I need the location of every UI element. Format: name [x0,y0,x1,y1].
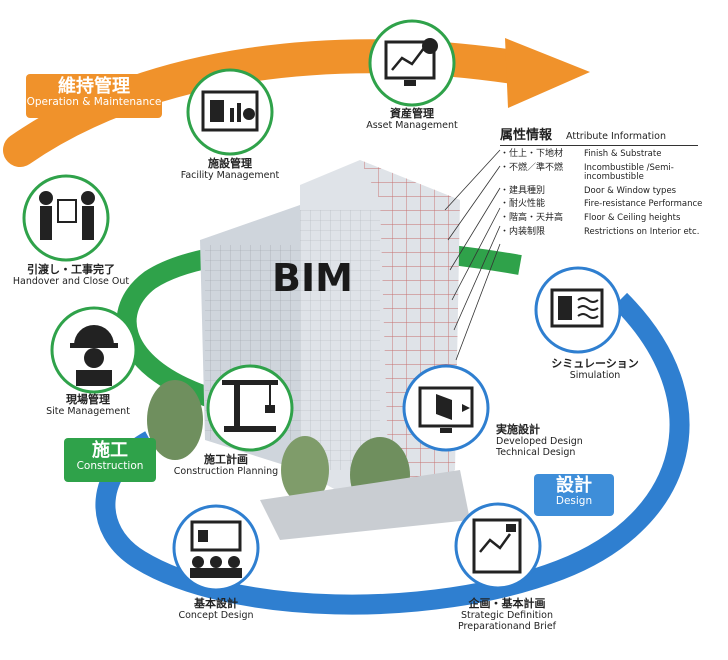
crane-icon [222,380,278,432]
attribute-row-jp: ・不燃／準不燃 [500,162,564,173]
node-developed-design [402,364,490,452]
attribute-row-en: Incombustible /Semi-incombustible [584,162,674,183]
operation-badge-en: Operation & Maintenance [26,95,162,108]
label-jp: シミュレーション [551,357,639,370]
attribute-information-panel: 属性情報 Attribute Information ・仕上・下地材 Finish … [500,124,722,238]
attribute-row-jp: ・仕上・下地材 [500,149,564,159]
tree-mid [281,436,329,504]
attribute-leader-lines [444,149,501,361]
operation-badge-jp: 維持管理 [58,76,130,97]
attribute-row-en: Finish & Substrate [584,149,662,159]
attribute-row-en: Fire-resistance Performance [584,199,703,210]
construction-badge-jp: 施工 [92,440,128,461]
label-facility-management: 施設管理 Facility Management [170,157,290,182]
attribute-row-jp: ・階高・天井高 [500,213,564,224]
label-en: Simulation [569,369,621,381]
monitor-chart-yen-icon [384,38,438,86]
label-en: Developed Design [496,435,583,447]
node-handover [22,174,110,262]
attribute-title-en: Attribute Information [566,131,666,142]
tablet-checklist-icon [472,518,522,574]
attribute-row: ・仕上・下地材 Finish & Substrate [500,149,722,160]
label-jp: 資産管理 [390,107,434,120]
label-construction-planning: 施工計画 Construction Planning [166,453,286,478]
label-asset-management: 資産管理 Asset Management [352,107,472,132]
operation-badge: 維持管理 Operation & Maintenance [26,76,162,108]
operation-arrowhead [505,38,590,108]
attribute-title-jp: 属性情報 [500,128,553,143]
center-bim-label: BIM [272,256,353,300]
attribute-row: ・階高・天井高 Floor & Ceiling heights [500,213,722,224]
label-developed-design: 実施設計 Developed Design Technical Design [496,423,606,458]
attribute-row-en: Restrictions on Interior etc. [584,227,700,238]
construction-badge-en: Construction [76,459,144,472]
attribute-title: 属性情報 Attribute Information [500,124,698,146]
node-site-management [50,306,138,394]
label-en: Strategic Definition [461,609,553,621]
building-dashboard-icon [201,90,259,132]
tree-left [147,380,203,460]
design-badge-bg [534,474,614,516]
label-simulation: シミュレーション Simulation [530,357,660,382]
monitor-3d-model-icon [418,386,474,433]
node-facility-management [186,68,274,156]
presentation-audience-icon [190,520,242,578]
label-jp: 施工計画 [204,453,248,466]
attribute-row-jp: ・内装制限 [500,227,546,238]
attribute-row-en: Door & Window types [584,185,677,196]
hardhat-worker-icon [70,325,118,386]
design-badge-en: Design [555,494,593,507]
attribute-row-jp: ・耐火性能 [500,199,546,210]
node-simulation [534,266,622,354]
label-en: Construction Planning [173,465,279,477]
label-jp: 企画・基本計画 [468,597,546,610]
attribute-row-jp: ・建具種別 [500,185,546,196]
design-cycle-arc [95,292,690,615]
node-construction-planning [206,364,294,452]
attribute-row-en: Floor & Ceiling heights [584,213,681,224]
label-en-2: Preparationand Brief [457,620,557,632]
label-jp: 引渡し・工事完了 [27,263,115,276]
simulation-panel-icon [550,288,604,328]
label-en: Asset Management [366,119,458,131]
label-jp: 基本設計 [194,597,238,610]
operation-badge-bg [26,74,162,118]
label-jp: 現場管理 [66,393,110,406]
label-en: Site Management [46,405,130,417]
building-illustration [147,160,470,540]
label-en-2: Technical Design [496,446,576,458]
label-site-management: 現場管理 Site Management [38,393,138,418]
attribute-row: ・不燃／準不燃 Incombustible /Semi-incombustible [500,162,722,183]
construction-badge: 施工 Construction [64,440,156,472]
label-en: Handover and Close Out [12,275,130,287]
label-concept-design: 基本設計 Concept Design [166,597,266,622]
people-handover-icon [39,191,95,240]
attribute-row: ・建具種別 Door & Window types [500,185,722,197]
label-en: Concept Design [178,609,254,621]
label-en: Facility Management [180,169,280,181]
label-jp: 施設管理 [208,157,252,170]
design-badge-jp: 設計 [556,475,592,496]
attribute-row: ・耐火性能 Fire-resistance Performance [500,200,722,210]
node-strategic-definition [454,502,542,590]
label-jp: 実施設計 [496,423,540,436]
node-concept-design [172,504,260,592]
label-strategic-definition: 企画・基本計画 Strategic Definition Preparation… [442,597,572,632]
attribute-row: ・内装制限 Restrictions on Interior etc. [500,227,722,238]
node-asset-management [368,19,456,107]
design-badge: 設計 Design [534,475,614,507]
label-handover: 引渡し・工事完了 Handover and Close Out [6,263,136,288]
construction-badge-bg [64,438,156,482]
